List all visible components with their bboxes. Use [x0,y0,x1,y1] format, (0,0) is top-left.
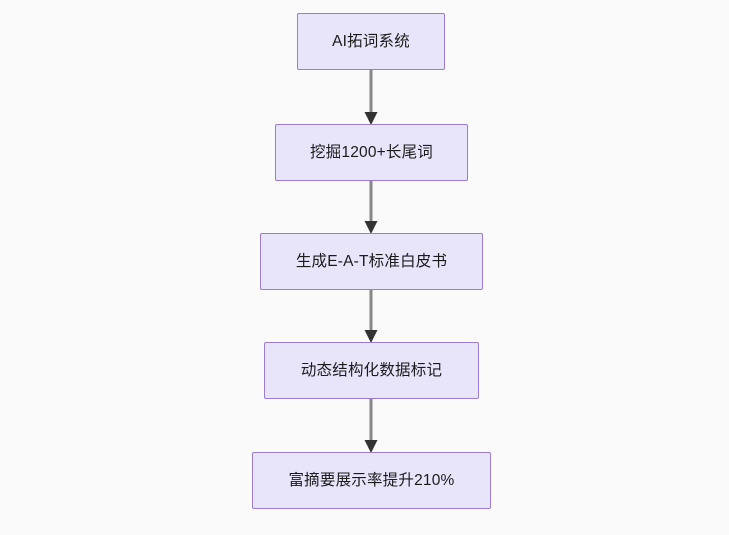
node-label: 生成E-A-T标准白皮书 [295,252,448,270]
node-label: 富摘要展示率提升210% [288,471,455,489]
flowchart-node-generate-eat-whitepaper[interactable]: 生成E-A-T标准白皮书 [260,233,483,290]
flowchart-node-rich-snippet-uplift[interactable]: 富摘要展示率提升210% [252,452,491,509]
edge-node2-node3 [364,179,378,234]
arrowhead-icon [364,221,378,234]
arrowhead-icon [364,330,378,343]
arrowhead-icon [364,112,378,125]
node-label: AI拓词系统 [332,32,410,50]
arrowhead-icon [364,440,378,453]
flowchart-node-mine-longtail-keywords[interactable]: 挖掘1200+长尾词 [275,124,468,181]
edge-node1-node2 [364,68,378,125]
flowchart-node-ai-keyword-system[interactable]: AI拓词系统 [297,13,445,70]
node-label: 挖掘1200+长尾词 [309,143,434,161]
flowchart-node-dynamic-structured-data[interactable]: 动态结构化数据标记 [264,342,479,399]
edge-node4-node5 [364,397,378,453]
edge-node3-node4 [364,288,378,343]
node-label: 动态结构化数据标记 [300,361,443,379]
